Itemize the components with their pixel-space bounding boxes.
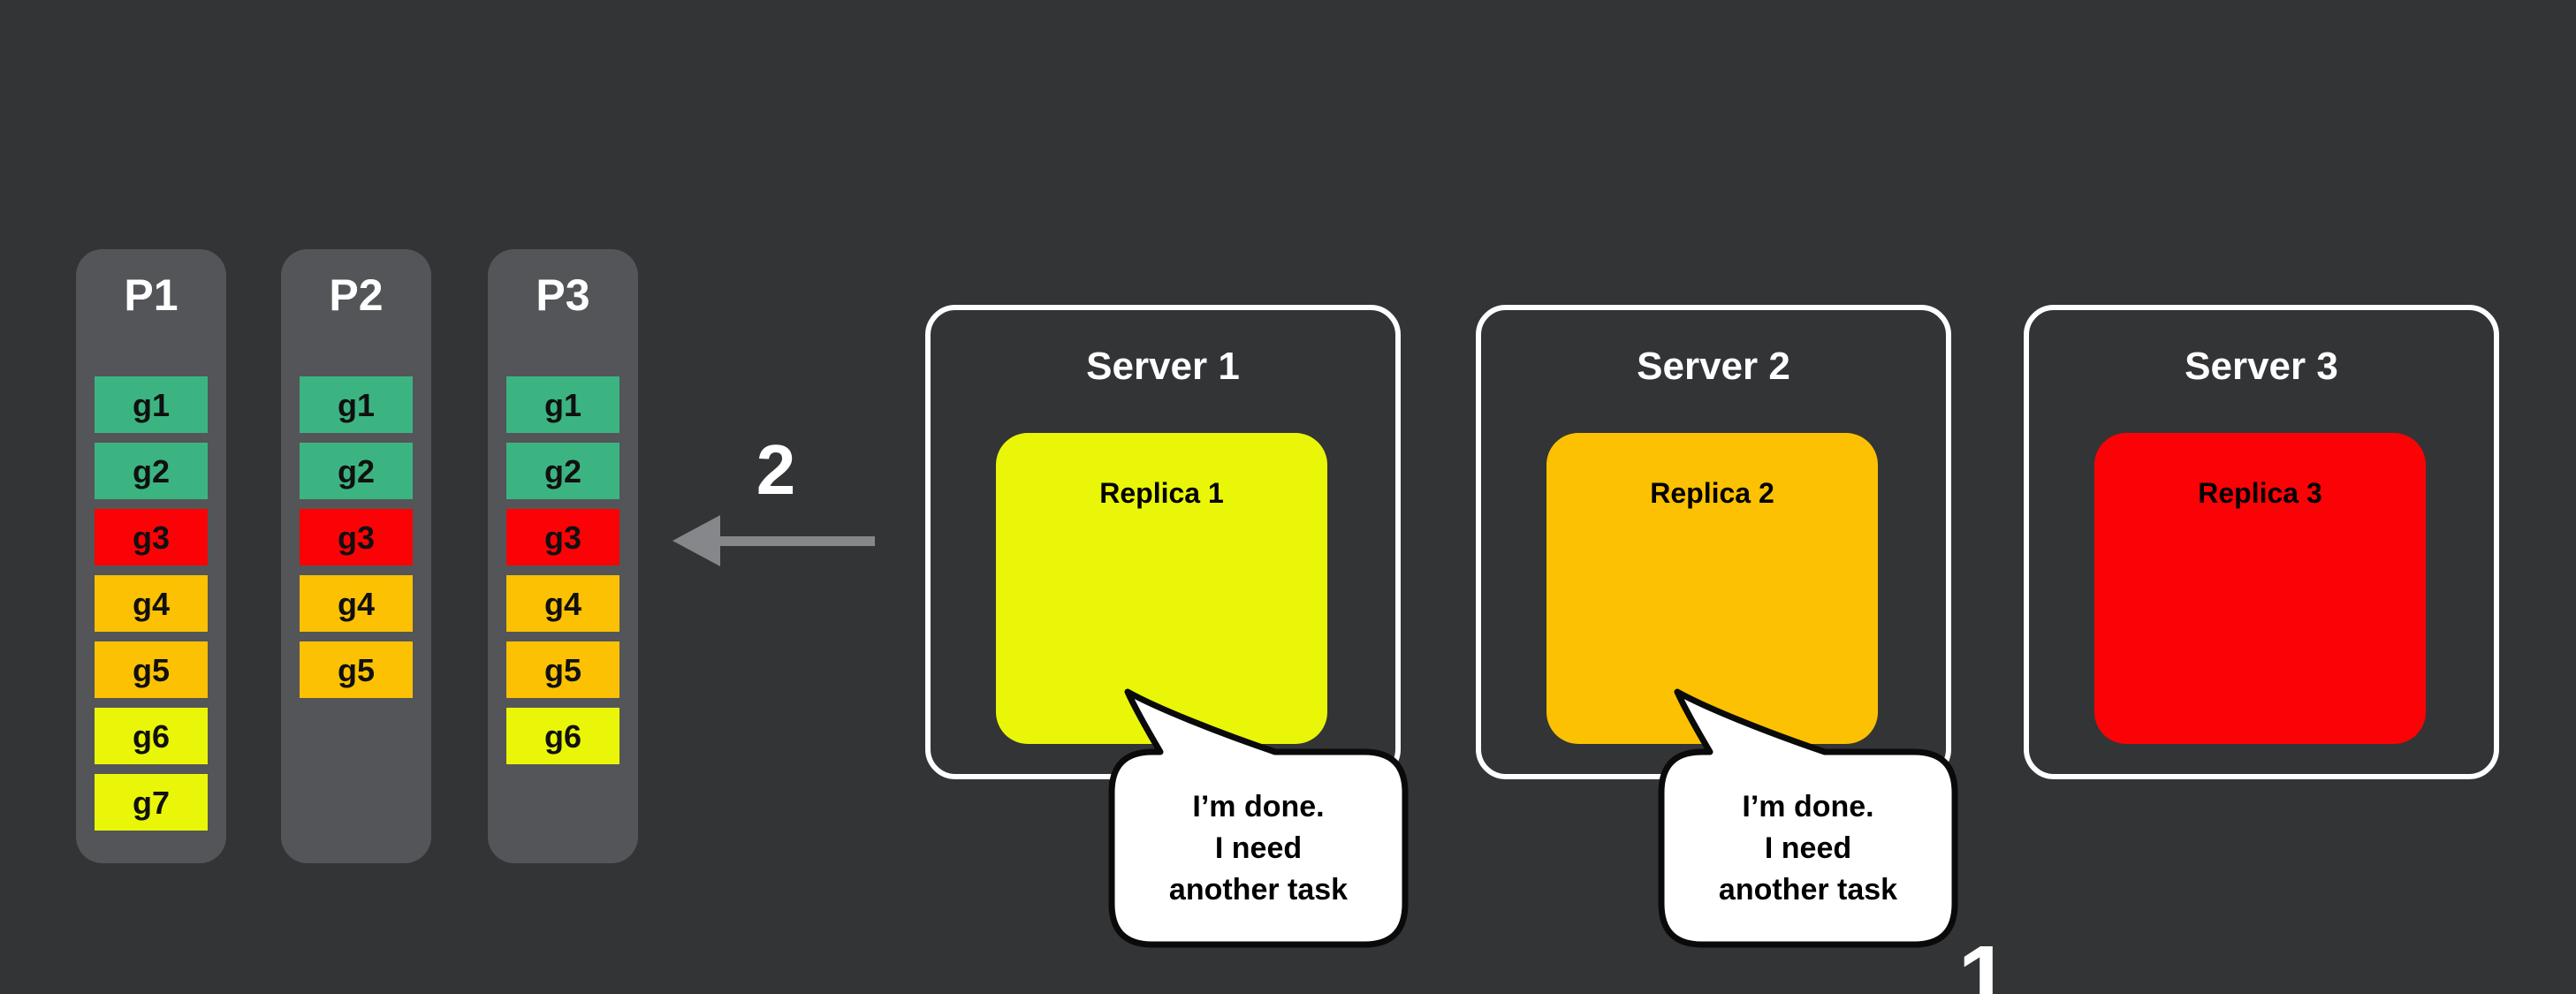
queue-column-p1: P1 g1 g2 g3 g4 g5 g6 g7 bbox=[76, 249, 226, 863]
speech-bubble-server2 bbox=[1658, 688, 1958, 948]
replica-label: Replica 2 bbox=[1650, 477, 1774, 509]
task-chip: g2 bbox=[300, 443, 413, 499]
task-chip-list: g1 g2 g3 g4 g5 g6 g7 bbox=[95, 376, 208, 831]
replica-2-box: Replica 2 bbox=[1546, 433, 1878, 744]
queue-column-title: P1 bbox=[124, 270, 179, 320]
task-chip: g3 bbox=[300, 509, 413, 565]
task-chip: g3 bbox=[95, 509, 208, 565]
task-chip: g4 bbox=[300, 575, 413, 632]
queue-column-title: P3 bbox=[536, 270, 590, 320]
queue-column-p3: P3 g1 g2 g3 g4 g5 g6 bbox=[488, 249, 638, 863]
task-chip-list: g1 g2 g3 g4 g5 g6 bbox=[506, 376, 619, 764]
server-title: Server 3 bbox=[2185, 345, 2338, 388]
speech-bubble-text: I’m done. I need another task bbox=[1168, 789, 1349, 907]
task-chip: g1 bbox=[300, 376, 413, 433]
task-chip: g6 bbox=[95, 708, 208, 764]
task-chip: g4 bbox=[506, 575, 619, 632]
task-chip: g1 bbox=[95, 376, 208, 433]
task-chip-list: g1 g2 g3 g4 g5 bbox=[300, 376, 413, 698]
task-chip: g5 bbox=[506, 641, 619, 698]
step-2-label: 2 bbox=[756, 430, 796, 509]
replica-3-box: Replica 3 bbox=[2094, 433, 2426, 744]
replica-label: Replica 1 bbox=[1099, 477, 1224, 509]
task-chip: g6 bbox=[506, 708, 619, 764]
queue-column-p2: P2 g1 g2 g3 g4 g5 bbox=[281, 249, 431, 863]
speech-bubble-text: I’m done. I need another task bbox=[1718, 789, 1898, 907]
server-3-box: Server 3 Replica 3 bbox=[2024, 305, 2499, 779]
left-arrow-icon bbox=[672, 515, 875, 566]
task-chip: g4 bbox=[95, 575, 208, 632]
replica-label: Replica 3 bbox=[2198, 477, 2322, 509]
task-chip: g2 bbox=[95, 443, 208, 499]
queue-column-title: P2 bbox=[329, 270, 384, 320]
task-chip: g2 bbox=[506, 443, 619, 499]
server-title: Server 2 bbox=[1637, 345, 1790, 388]
task-chip: g3 bbox=[506, 509, 619, 565]
step-1-label: 1 bbox=[1957, 927, 2010, 994]
task-chip: g5 bbox=[300, 641, 413, 698]
server-1-box: Server 1 Replica 1 bbox=[925, 305, 1401, 779]
server-title: Server 1 bbox=[1086, 345, 1240, 388]
speech-bubble-server1 bbox=[1108, 688, 1409, 948]
replica-1-box: Replica 1 bbox=[996, 433, 1327, 744]
task-chip: g5 bbox=[95, 641, 208, 698]
task-chip: g7 bbox=[95, 774, 208, 831]
task-chip: g1 bbox=[506, 376, 619, 433]
